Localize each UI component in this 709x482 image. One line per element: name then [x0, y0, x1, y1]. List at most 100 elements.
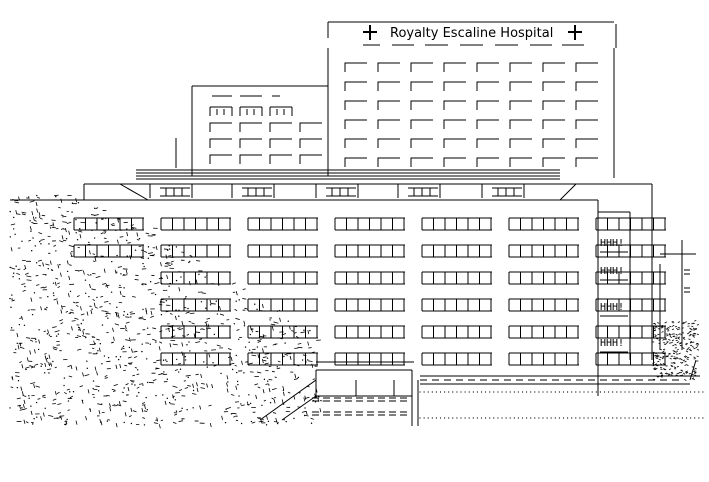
- building-window: [421, 271, 492, 285]
- building-window: [421, 217, 492, 231]
- tower-window: [410, 100, 433, 110]
- tower-window: [443, 62, 466, 72]
- tower-window: [509, 157, 532, 167]
- h-sign: HHH!: [600, 238, 624, 249]
- mid-window: [239, 122, 262, 132]
- building-window: [508, 298, 579, 312]
- building-window: [421, 325, 492, 339]
- cross-icon: [568, 25, 582, 40]
- building-window: [73, 217, 144, 231]
- building-window: [247, 271, 318, 285]
- mid-window: [239, 138, 262, 148]
- mid-window: [269, 138, 292, 148]
- tower-window: [344, 119, 367, 129]
- mid-window: [299, 138, 322, 148]
- tower-window: [476, 138, 499, 148]
- building-window: [247, 217, 318, 231]
- tower-window: [443, 119, 466, 129]
- building-window: [421, 244, 492, 258]
- tower-window: [344, 62, 367, 72]
- mid-block-windows: [209, 106, 322, 164]
- tower-window: [476, 119, 499, 129]
- tower-window: [377, 100, 400, 110]
- mid-window: [209, 154, 232, 164]
- cross-icon: [363, 25, 377, 40]
- tower-window: [377, 62, 400, 72]
- roof-window: [397, 184, 441, 198]
- building-window: [508, 217, 579, 231]
- tower-window: [410, 157, 433, 167]
- building-window: [247, 352, 318, 366]
- right-annex: [659, 240, 696, 350]
- tower-window: [542, 119, 565, 129]
- building-window: [334, 271, 405, 285]
- building-window: [595, 352, 666, 366]
- mid-window: [239, 154, 262, 164]
- tower-window: [377, 138, 400, 148]
- building-window: [334, 352, 405, 366]
- tower-window: [575, 138, 598, 148]
- roof-window: [315, 184, 359, 198]
- mid-window: [299, 122, 322, 132]
- building-window: [508, 352, 579, 366]
- tower-window: [575, 119, 598, 129]
- building-window: [508, 244, 579, 258]
- main-building-windows: [73, 217, 666, 366]
- building-window: [160, 217, 231, 231]
- hospital-name: Royalty Escaline Hospital: [390, 26, 553, 41]
- roof-window: [481, 184, 525, 198]
- building-window: [73, 244, 144, 258]
- building-window: [421, 352, 492, 366]
- building-window: [160, 244, 231, 258]
- building-window: [508, 271, 579, 285]
- roof-window: [231, 184, 275, 198]
- building-window: [334, 298, 405, 312]
- mid-window: [239, 106, 263, 116]
- building-window: [595, 271, 666, 285]
- building-window: [247, 325, 318, 339]
- mid-block: [191, 85, 328, 176]
- tower-window: [410, 119, 433, 129]
- tower-window: [344, 157, 367, 167]
- tower-window: [443, 157, 466, 167]
- tower-window: [509, 119, 532, 129]
- roof-windows: [149, 184, 525, 198]
- tower-window: [542, 81, 565, 91]
- tower-window: [542, 62, 565, 72]
- entrance: [259, 359, 700, 426]
- tower-window: [575, 62, 598, 72]
- building-window: [247, 298, 318, 312]
- tower-window: [575, 81, 598, 91]
- tower-window: [443, 81, 466, 91]
- tower-window: [542, 100, 565, 110]
- building-window: [247, 244, 318, 258]
- h-sign: HHH!: [600, 302, 624, 313]
- h-sign: HHH!: [600, 266, 624, 277]
- h-sign: HHH!: [600, 338, 624, 349]
- roof-window: [149, 184, 193, 198]
- mid-window: [269, 154, 292, 164]
- mid-window: [299, 154, 322, 164]
- tower-window: [575, 100, 598, 110]
- tower-window: [509, 81, 532, 91]
- building-window: [160, 271, 231, 285]
- trees-foliage: [9, 194, 704, 429]
- mid-window: [269, 122, 292, 132]
- tower-window: [443, 138, 466, 148]
- building-window: [334, 325, 405, 339]
- building-window: [160, 352, 231, 366]
- mid-window: [209, 138, 232, 148]
- building-window: [334, 244, 405, 258]
- building-window: [595, 244, 666, 258]
- tower-window: [509, 138, 532, 148]
- tower-window: [410, 81, 433, 91]
- tower-windows: [344, 62, 598, 167]
- tower-window: [476, 157, 499, 167]
- tower-window: [344, 81, 367, 91]
- tower-window: [476, 81, 499, 91]
- tower-window: [410, 138, 433, 148]
- tower-window: [344, 100, 367, 110]
- tower-window: [476, 62, 499, 72]
